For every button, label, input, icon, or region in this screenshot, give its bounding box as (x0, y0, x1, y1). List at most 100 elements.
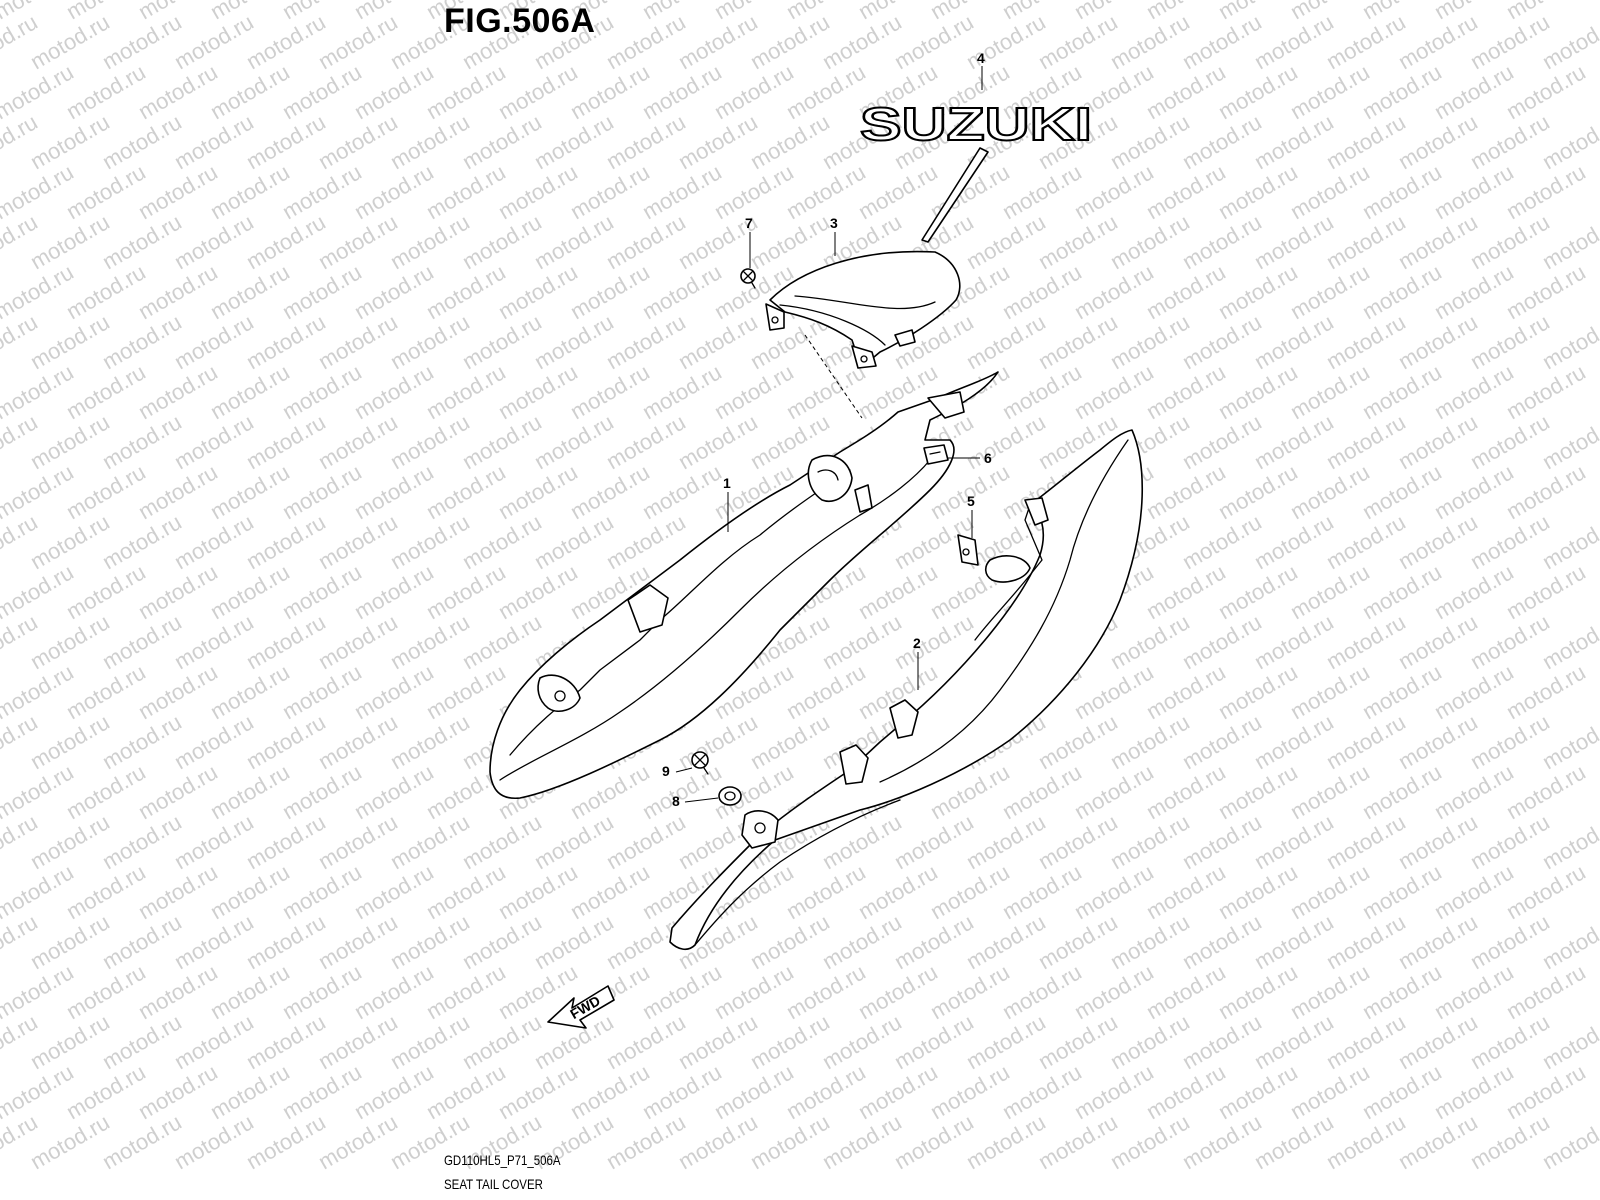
watermark-text: motod.ru (602, 1009, 690, 1074)
watermark-text: motod.ru (1394, 909, 1482, 974)
watermark-text: motod.ru (1106, 709, 1194, 774)
watermark-text: motod.ru (890, 1109, 978, 1174)
watermark-text: motod.ru (1214, 859, 1302, 924)
watermark-text: motod.ru (458, 309, 546, 374)
watermark-text: motod.ru (1034, 909, 1122, 974)
watermark-text: motod.ru (242, 709, 330, 774)
watermark-text: motod.ru (134, 59, 222, 124)
watermark-text: motod.ru (1178, 609, 1266, 674)
watermark-text: motod.ru (1502, 459, 1590, 524)
watermark-text: motod.ru (1142, 459, 1230, 524)
watermark-text: motod.ru (530, 109, 618, 174)
watermark-text: motod.ru (1322, 9, 1410, 74)
watermark-text: motod.ru (1070, 759, 1158, 824)
watermark-text: motod.ru (638, 59, 726, 124)
watermark-text: motod.ru (1502, 59, 1590, 124)
part-8-washer (718, 786, 742, 806)
watermark-text: motod.ru (1250, 1109, 1338, 1174)
watermark-text: motod.ru (1358, 659, 1446, 724)
callout-7: 7 (745, 215, 753, 231)
watermark-text: motod.ru (98, 409, 186, 474)
watermark-text: motod.ru (1466, 309, 1554, 374)
watermark-text: motod.ru (1394, 209, 1482, 274)
watermark-text: motod.ru (530, 409, 618, 474)
watermark-text: motod.ru (458, 509, 546, 574)
watermark-text: motod.ru (1142, 1059, 1230, 1124)
watermark-text: motod.ru (818, 1009, 906, 1074)
watermark-text: motod.ru (1250, 609, 1338, 674)
watermark-text: motod.ru (386, 809, 474, 874)
watermark-text: motod.ru (134, 859, 222, 924)
watermark-text: motod.ru (1466, 9, 1554, 74)
watermark-text: motod.ru (278, 59, 366, 124)
watermark-text: motod.ru (1322, 1109, 1410, 1174)
watermark-text: motod.ru (1286, 659, 1374, 724)
watermark-text: motod.ru (602, 209, 690, 274)
watermark-text: motod.ru (1322, 809, 1410, 874)
watermark-text: motod.ru (638, 259, 726, 324)
watermark-text: motod.ru (422, 959, 510, 1024)
watermark-text: motod.ru (134, 959, 222, 1024)
watermark-text: motod.ru (206, 559, 294, 624)
watermark-text: motod.ru (494, 159, 582, 224)
watermark-text: motod.ru (458, 909, 546, 974)
watermark-text: motod.ru (1070, 359, 1158, 424)
watermark-text: motod.ru (242, 309, 330, 374)
watermark-text: motod.ru (1358, 59, 1446, 124)
watermark-text: motod.ru (674, 309, 762, 374)
watermark-text: motod.ru (458, 609, 546, 674)
watermark-text: motod.ru (1214, 259, 1302, 324)
watermark-text: motod.ru (1466, 109, 1554, 174)
watermark-text: motod.ru (1358, 159, 1446, 224)
watermark-text: motod.ru (638, 959, 726, 1024)
watermark-text: motod.ru (1250, 909, 1338, 974)
watermark-text: motod.ru (458, 1009, 546, 1074)
watermark-text: motod.ru (62, 459, 150, 524)
watermark-text: motod.ru (1178, 809, 1266, 874)
watermark-text: motod.ru (134, 259, 222, 324)
figure-code: GD110HL5_P71_506A (444, 1152, 561, 1168)
watermark-text: motod.ru (494, 459, 582, 524)
watermark-text: motod.ru (422, 1059, 510, 1124)
watermark-text: motod.ru (62, 359, 150, 424)
watermark-text: motod.ru (242, 509, 330, 574)
watermark-text: motod.ru (1466, 609, 1554, 674)
part-1-left-side-cover (489, 371, 999, 799)
watermark-text: motod.ru (350, 359, 438, 424)
watermark-text: motod.ru (1034, 309, 1122, 374)
watermark-text: motod.ru (710, 59, 798, 124)
watermark-text: motod.ru (242, 409, 330, 474)
watermark-text: motod.ru (1214, 1059, 1302, 1124)
watermark-text: motod.ru (1394, 1109, 1482, 1174)
watermark-text: motod.ru (710, 159, 798, 224)
watermark-text: motod.ru (566, 259, 654, 324)
watermark-text: motod.ru (1142, 659, 1230, 724)
watermark-text: motod.ru (62, 1059, 150, 1124)
watermark-text: motod.ru (818, 1109, 906, 1174)
watermark-text: motod.ru (98, 709, 186, 774)
watermark-text: motod.ru (1322, 409, 1410, 474)
watermark-text: motod.ru (1502, 759, 1590, 824)
watermark-text: motod.ru (638, 759, 726, 824)
watermark-text: motod.ru (314, 309, 402, 374)
watermark-text: motod.ru (1250, 309, 1338, 374)
suzuki-logo: SUZUKI (860, 98, 1092, 150)
watermark-text: motod.ru (170, 1009, 258, 1074)
watermark-text: motod.ru (1502, 559, 1590, 624)
watermark-text: motod.ru (1070, 159, 1158, 224)
watermark-text: motod.ru (1322, 1009, 1410, 1074)
watermark-text: motod.ru (386, 309, 474, 374)
watermark-text: motod.ru (674, 1009, 762, 1074)
watermark-text: motod.ru (62, 59, 150, 124)
watermark-text: motod.ru (602, 809, 690, 874)
watermark-text: motod.ru (314, 509, 402, 574)
watermark-text: motod.ru (278, 659, 366, 724)
watermark-text: motod.ru (1106, 1009, 1194, 1074)
watermark-text: motod.ru (350, 159, 438, 224)
watermark-text: motod.ru (1214, 959, 1302, 1024)
watermark-text: motod.ru (854, 859, 942, 924)
watermark-text: motod.ru (1358, 1059, 1446, 1124)
watermark-text: motod.ru (350, 959, 438, 1024)
watermark-text: motod.ru (350, 459, 438, 524)
part-2-right-side-cover (669, 429, 1143, 951)
